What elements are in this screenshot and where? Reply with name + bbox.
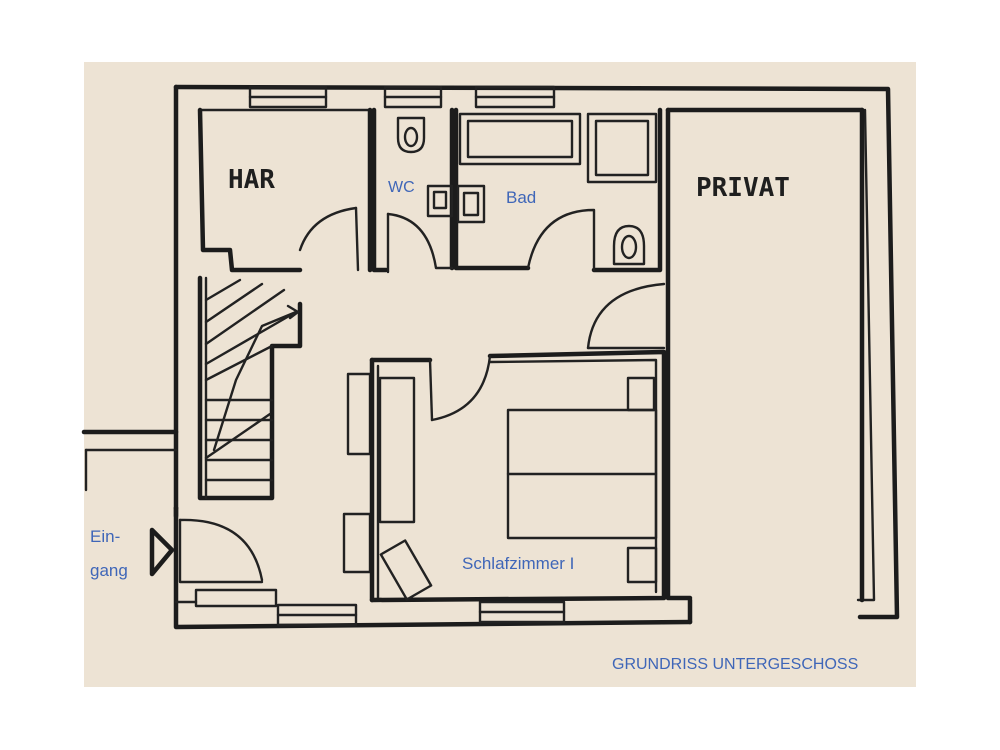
wc-label: WC: [388, 179, 415, 196]
chair-icon: [379, 539, 433, 601]
bottom-windows: [194, 588, 566, 627]
har-label: HAR: [228, 165, 275, 195]
wardrobe: [378, 376, 416, 524]
shower-icon: [586, 112, 658, 184]
nightstand-bottom: [626, 546, 658, 584]
wc-sink-icon: [426, 184, 454, 218]
staircase: [197, 275, 303, 501]
privat-room: [586, 107, 865, 603]
stair-direction-arrow: [212, 304, 300, 452]
schlafzimmer-room: [369, 349, 667, 603]
floor-plan-caption: GRUNDRISS UNTERGESCHOSS: [612, 656, 858, 673]
eingang-label-line1: Ein-: [90, 527, 120, 546]
privat-label: PRIVAT: [696, 173, 790, 203]
bed-icon: [506, 408, 658, 540]
bad-room: [453, 107, 663, 273]
schlafzimmer-label: Schlafzimmer I: [462, 554, 574, 573]
entrance-exterior-walls: [81, 429, 179, 492]
paper-background: [84, 62, 916, 687]
eingang-label-line2: gang: [90, 561, 128, 580]
top-windows: [248, 85, 556, 109]
wc-toilet-icon: [396, 116, 426, 154]
bad-toilet-icon: [612, 224, 646, 266]
wc-room: [371, 107, 455, 274]
bad-sink-icon: [456, 184, 486, 224]
har-room-walls: [197, 107, 373, 273]
bad-label: Bad: [506, 188, 536, 207]
nightstand-top: [626, 376, 656, 412]
entrance-arrow-icon: [149, 527, 175, 577]
bathtub-icon: [458, 112, 582, 166]
